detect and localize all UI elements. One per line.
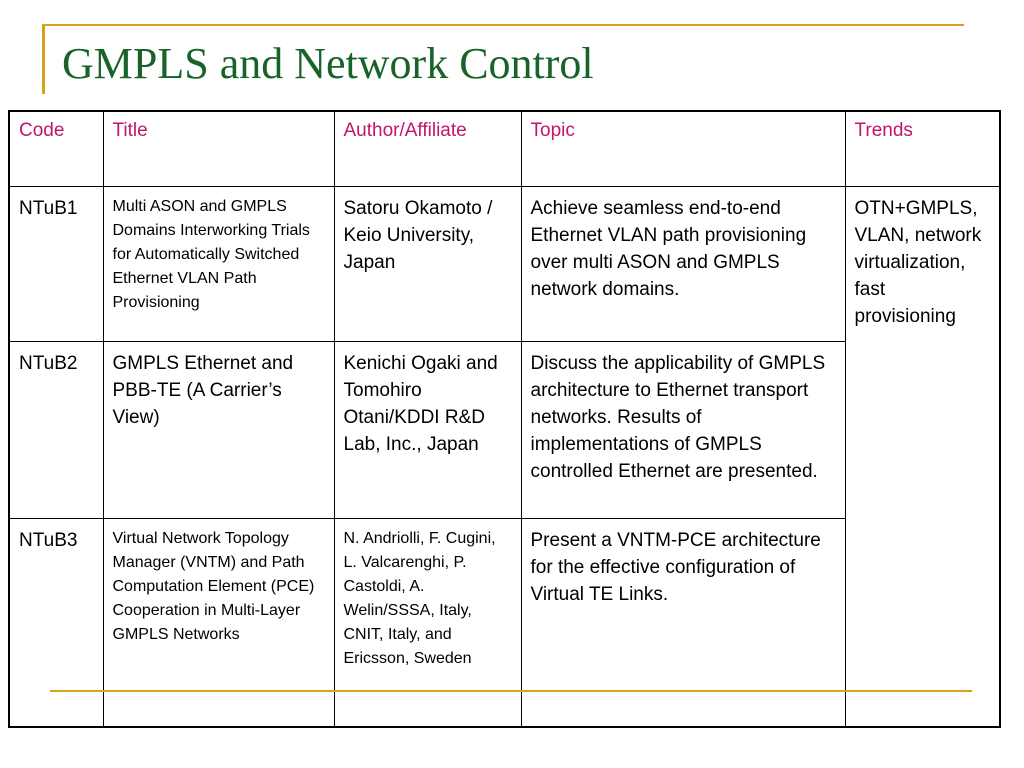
table-row: NTuB1 Multi ASON and GMPLS Domains Inter… <box>8 186 1001 728</box>
table-row: NTuB2 GMPLS Ethernet and PBB-TE (A Carri… <box>8 341 1000 519</box>
cell-trends: OTN+GMPLS, VLAN, network virtualization,… <box>844 186 1001 728</box>
header-title: Title <box>102 110 335 187</box>
cell-title: GMPLS Ethernet and PBB-TE (A Carrier’s V… <box>102 341 335 519</box>
cell-topic: Present a VNTM-PCE architecture for the … <box>520 518 846 728</box>
cell-code: NTuB3 <box>8 518 104 728</box>
cell-code: NTuB1 <box>8 186 104 342</box>
cell-topic: Achieve seamless end-to-end Ethernet VLA… <box>520 186 846 342</box>
header-author: Author/Affiliate <box>333 110 522 187</box>
cell-title: Multi ASON and GMPLS Domains Interworkin… <box>102 186 335 342</box>
top-accent-line <box>42 24 964 26</box>
cell-author: Satoru Okamoto / Keio University, Japan <box>333 186 522 342</box>
cell-author: N. Andriolli, F. Cugini, L. Valcarenghi,… <box>333 518 522 728</box>
cell-code: NTuB2 <box>8 341 104 519</box>
cell-topic: Discuss the applicability of GMPLS archi… <box>520 341 846 519</box>
slide-title: GMPLS and Network Control <box>62 39 594 88</box>
sessions-table: Code Title Author/Affiliate Topic Trends… <box>8 110 1001 728</box>
cell-author: Kenichi Ogaki and Tomohiro Otani/KDDI R&… <box>333 341 522 519</box>
header-trends: Trends <box>844 110 1001 187</box>
table-header-row: Code Title Author/Affiliate Topic Trends <box>8 110 1001 187</box>
cell-title: Virtual Network Topology Manager (VNTM) … <box>102 518 335 728</box>
header-code: Code <box>8 110 104 187</box>
left-accent-line <box>42 24 45 94</box>
table-row: NTuB3 Virtual Network Topology Manager (… <box>8 518 1000 728</box>
bottom-accent-line <box>50 690 972 692</box>
header-topic: Topic <box>520 110 846 187</box>
